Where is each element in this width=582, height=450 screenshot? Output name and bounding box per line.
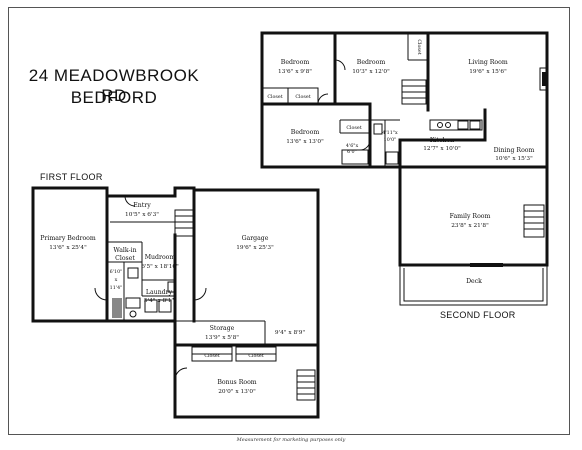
second-floor-plan bbox=[260, 31, 549, 306]
bedroom-2-dim: 10'3" x 12'0" bbox=[352, 69, 390, 75]
bonus-room-label: Bonus Room bbox=[217, 379, 256, 386]
closet-label-4: Closet bbox=[416, 39, 422, 54]
mudroom-label: Mudroom bbox=[145, 254, 176, 261]
bath-lower-dim-c: 11'4" bbox=[110, 285, 123, 291]
primary-bedroom-dim: 13'6" x 25'4" bbox=[49, 245, 87, 251]
bath-lower-dim-a: 6'10" bbox=[110, 269, 123, 275]
closet-label-1: Closet bbox=[267, 94, 282, 100]
garage-nook-dim: 9'4" x 8'9" bbox=[275, 330, 306, 336]
closet-label-5: Closet bbox=[204, 353, 219, 359]
bath-upper-left-dim-a: 4'6"x bbox=[346, 143, 359, 149]
bedroom-3-label: Bedroom bbox=[291, 129, 320, 136]
bedroom-3-dim: 13'6" x 13'0" bbox=[286, 139, 324, 145]
dining-room-dim: 10'6" x 15'3" bbox=[495, 156, 533, 162]
laundry-dim: 5'4" x 8'1" bbox=[144, 298, 175, 304]
first-floor-label: FIRST FLOOR bbox=[40, 172, 103, 182]
garage-dim: 19'6" x 25'3" bbox=[236, 245, 274, 251]
bedroom-1-dim: 13'6" x 9'8" bbox=[278, 69, 312, 75]
walkin-label-2: Closet bbox=[115, 255, 135, 262]
laundry-label: Laundry bbox=[146, 289, 173, 296]
fireplace bbox=[539, 67, 548, 91]
walkin-label: Walk-in bbox=[113, 247, 136, 254]
closet-label-6: Closet bbox=[248, 353, 263, 359]
storage-dim: 13'9" x 5'8" bbox=[205, 335, 239, 341]
bedroom-2-label: Bedroom bbox=[357, 59, 386, 66]
bath-upper-left-dim-b: 6'0" bbox=[347, 149, 357, 155]
living-room-label: Living Room bbox=[468, 59, 508, 66]
living-room-dim: 19'6" x 15'6" bbox=[469, 69, 507, 75]
stairs-family bbox=[523, 204, 545, 238]
bath-upper-dim-a: 4'11"x bbox=[382, 130, 398, 136]
second-floor-label: SECOND FLOOR bbox=[440, 310, 516, 320]
bonus-room-dim: 20'0" x 13'0" bbox=[218, 389, 256, 395]
family-room-dim: 23'8" x 21'8" bbox=[451, 223, 489, 229]
deck-outline bbox=[399, 265, 548, 306]
deck-label: Deck bbox=[466, 278, 482, 285]
garage-label: Gargage bbox=[242, 235, 269, 242]
kitchen-dim: 12'7" x 10'0" bbox=[423, 146, 461, 152]
bath-lower-dim-b: x bbox=[115, 278, 118, 283]
stairs-living bbox=[401, 79, 427, 105]
kitchen-counters bbox=[429, 119, 483, 131]
primary-bedroom-label: Primary Bedroom bbox=[40, 235, 96, 242]
entry-label: Entry bbox=[133, 202, 151, 209]
bath-upper-dim-b: 10'0" bbox=[384, 137, 397, 143]
closet-label-2: Closet bbox=[295, 94, 310, 100]
sliding-door bbox=[470, 263, 503, 267]
page-frame bbox=[8, 7, 570, 435]
marketing-disclaimer: Measurement for marketing purposes only bbox=[236, 437, 346, 443]
closet-label-3: Closet bbox=[346, 125, 361, 131]
shower bbox=[112, 298, 122, 318]
stairs-bonus bbox=[296, 369, 316, 401]
town-title: BEDFORD bbox=[70, 88, 158, 107]
address-title: 24 MEADOWBROOK RD bbox=[28, 66, 200, 105]
dining-room-label: Dining Room bbox=[494, 147, 535, 154]
family-room-label: Family Room bbox=[450, 213, 491, 220]
bedroom-1-label: Bedroom bbox=[281, 59, 310, 66]
kitchen-label: Kitchen bbox=[430, 137, 454, 144]
stairs-entry bbox=[174, 209, 194, 237]
mudroom-dim: 6'5" x 18'10" bbox=[141, 264, 179, 270]
first-floor-plan bbox=[31, 186, 320, 419]
storage-label: Storage bbox=[210, 325, 235, 332]
entry-dim: 10'5" x 6'3" bbox=[125, 212, 159, 218]
